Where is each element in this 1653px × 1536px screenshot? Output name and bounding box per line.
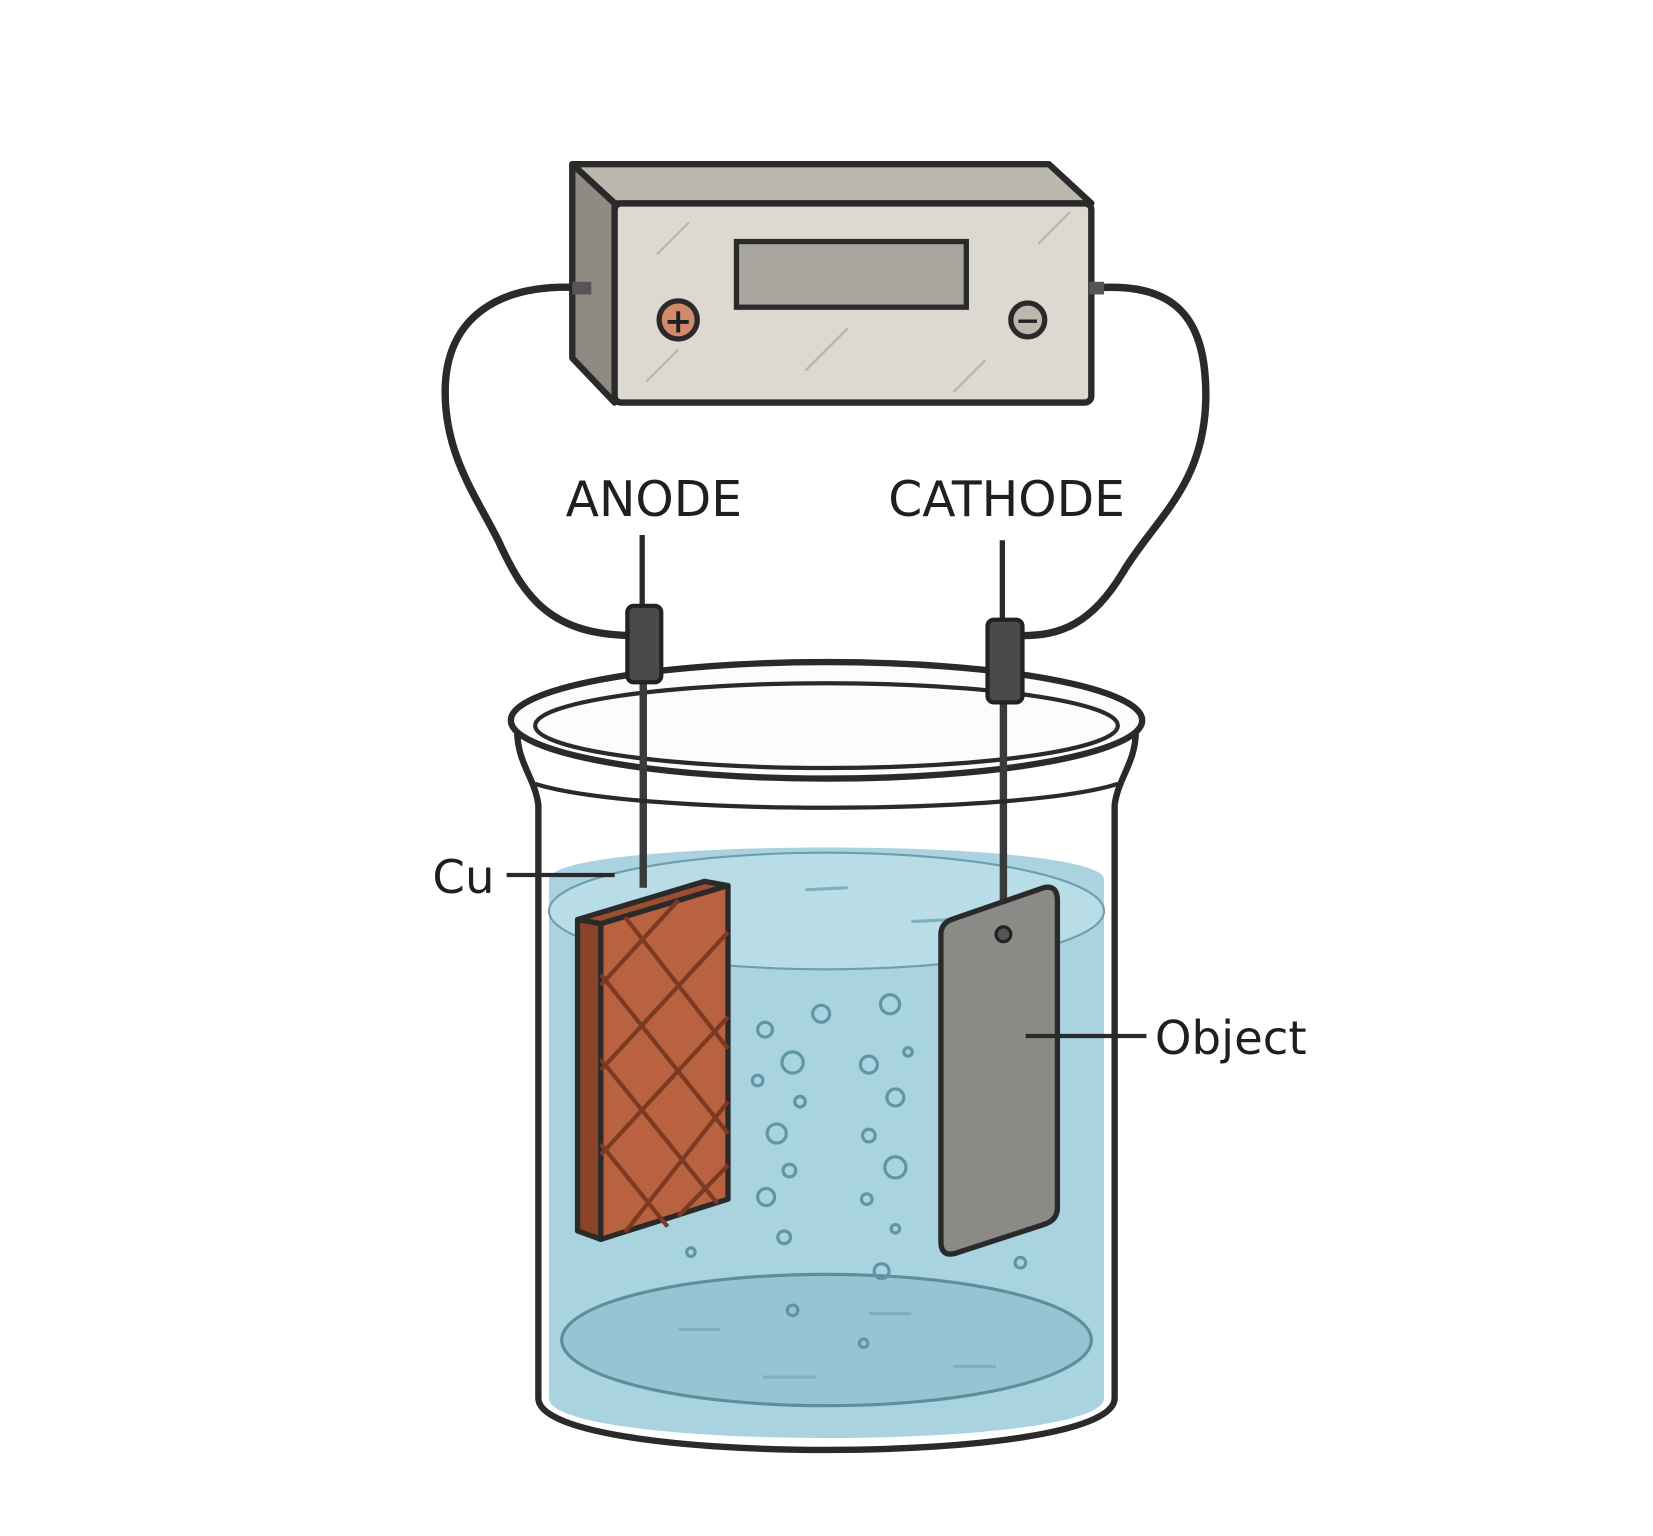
bubbles <box>685 993 1028 1350</box>
object-label: Object <box>1155 1011 1307 1065</box>
cathode-clip <box>985 617 1025 705</box>
cathode-label: CATHODE <box>888 472 1125 528</box>
cu-label: Cu <box>432 850 494 904</box>
display-screen <box>733 238 969 310</box>
negative-terminal-icon: − <box>1008 300 1048 340</box>
cathode-wire <box>1022 283 1210 640</box>
svg-text:−: − <box>1015 303 1040 338</box>
anode-clip <box>625 603 664 685</box>
anode-wire <box>441 283 636 640</box>
beaker <box>514 730 1139 1454</box>
copper-anode-plate <box>574 878 731 1243</box>
anode-label: ANODE <box>566 472 742 528</box>
power-supply: + − <box>569 161 1105 406</box>
object-cathode-plate <box>938 884 1061 1257</box>
svg-text:+: + <box>664 302 692 341</box>
positive-terminal-icon: + <box>656 298 700 342</box>
